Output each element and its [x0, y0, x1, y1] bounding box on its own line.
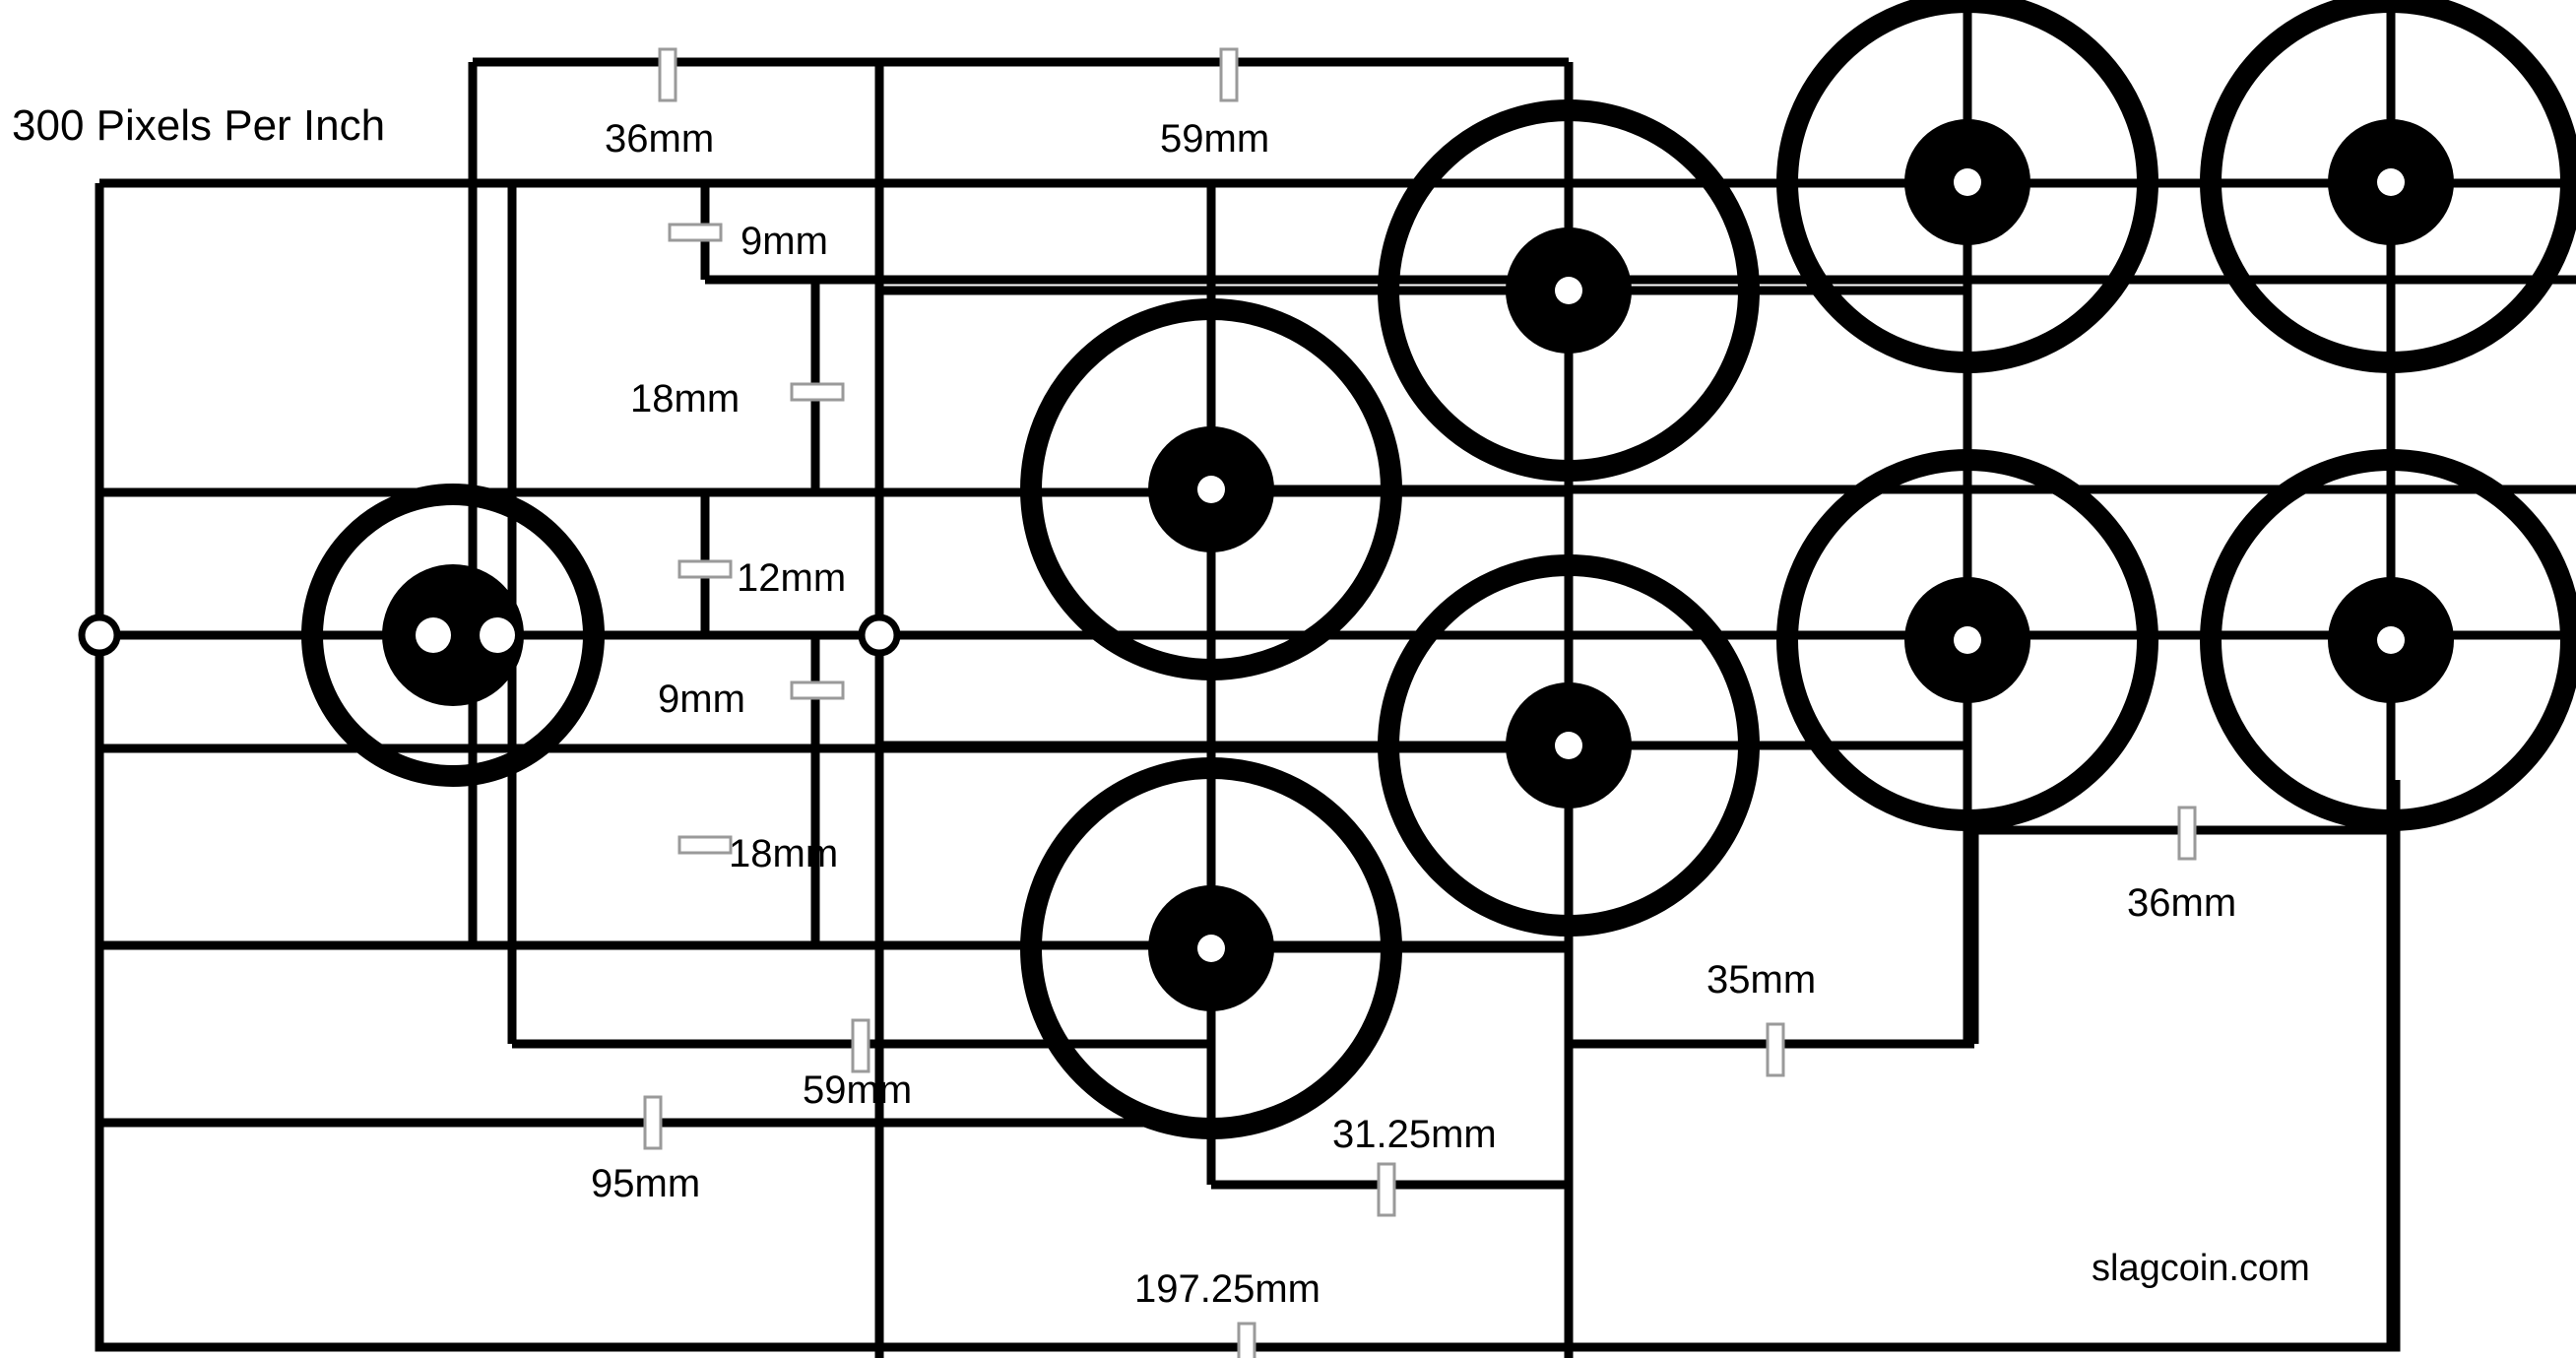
label-18mm-upper: 18mm: [630, 377, 740, 420]
dimension-tick-group: [643, 47, 2197, 1358]
tick-18mm-lower: [677, 835, 733, 855]
tick-9mm-upper: [668, 223, 723, 242]
brand-watermark: slagcoin.com: [2092, 1248, 2310, 1289]
resolution-note: 300 Pixels Per Inch: [12, 101, 385, 150]
button-cluster-1[interactable]: [1020, 298, 1402, 680]
joystick-hole-left: [416, 617, 451, 653]
button-cluster-6[interactable]: [1776, 449, 2158, 831]
button-center-hole: [2377, 168, 2405, 196]
button-cluster-5[interactable]: [1776, 0, 2158, 373]
tick-12mm: [677, 559, 733, 579]
tick-top-59mm: [1219, 47, 1239, 102]
tick-36mm-right: [2177, 806, 2197, 861]
label-197-25mm: 197.25mm: [1134, 1267, 1320, 1311]
button-outer-ring: [1776, 0, 2158, 373]
button-cluster-3[interactable]: [1378, 99, 1760, 482]
label-35mm: 35mm: [1707, 958, 1816, 1002]
tick-bottom-59mm: [851, 1018, 870, 1073]
tick-31-25mm: [1377, 1162, 1396, 1217]
reference-point-left: [78, 614, 121, 657]
button-outer-ring: [2200, 449, 2576, 831]
label-95mm: 95mm: [591, 1162, 700, 1205]
label-9mm-upper: 9mm: [741, 220, 828, 263]
label-36mm: 36mm: [605, 117, 714, 161]
label-top-59mm: 59mm: [1160, 117, 1269, 161]
tick-18mm-upper: [790, 382, 845, 402]
label-bottom-59mm: 59mm: [803, 1068, 912, 1112]
button-center-hole: [1954, 168, 1981, 196]
button-glyph-group: [78, 0, 2576, 1139]
button-outer-ring: [1020, 298, 1402, 680]
label-36mm-right: 36mm: [2127, 881, 2236, 925]
button-center-hole: [1954, 626, 1981, 654]
label-12mm: 12mm: [737, 556, 846, 600]
tick-35mm: [1766, 1022, 1785, 1077]
button-center-hole: [1197, 935, 1225, 962]
button-cluster-7[interactable]: [2200, 0, 2576, 373]
button-cluster-4[interactable]: [1378, 554, 1760, 937]
button-outer-ring: [1020, 757, 1402, 1139]
button-outer-ring: [1378, 99, 1760, 482]
tick-95mm: [643, 1095, 663, 1150]
button-center-hole: [1197, 476, 1225, 503]
joystick-outer-ring: [301, 484, 605, 787]
label-9mm-lower: 9mm: [658, 678, 745, 721]
reference-point-mid: [858, 614, 901, 657]
label-31-25mm: 31.25mm: [1332, 1113, 1497, 1156]
button-center-hole: [1555, 277, 1582, 304]
tick-9mm-lower: [790, 680, 845, 700]
joystick-assembly[interactable]: [301, 484, 605, 787]
button-cluster-2[interactable]: [1020, 757, 1402, 1139]
joystick-hole-right: [480, 617, 515, 653]
button-center-hole: [1555, 732, 1582, 759]
tick-36mm: [658, 47, 677, 102]
tick-197-25mm: [1237, 1322, 1256, 1358]
button-cluster-8[interactable]: [2200, 449, 2576, 831]
joystick-shaft-disc: [382, 564, 524, 706]
button-outer-ring: [1378, 554, 1760, 937]
button-center-hole: [2377, 626, 2405, 654]
label-18mm-lower: 18mm: [729, 832, 838, 875]
button-outer-ring: [1776, 449, 2158, 831]
button-outer-ring: [2200, 0, 2576, 373]
